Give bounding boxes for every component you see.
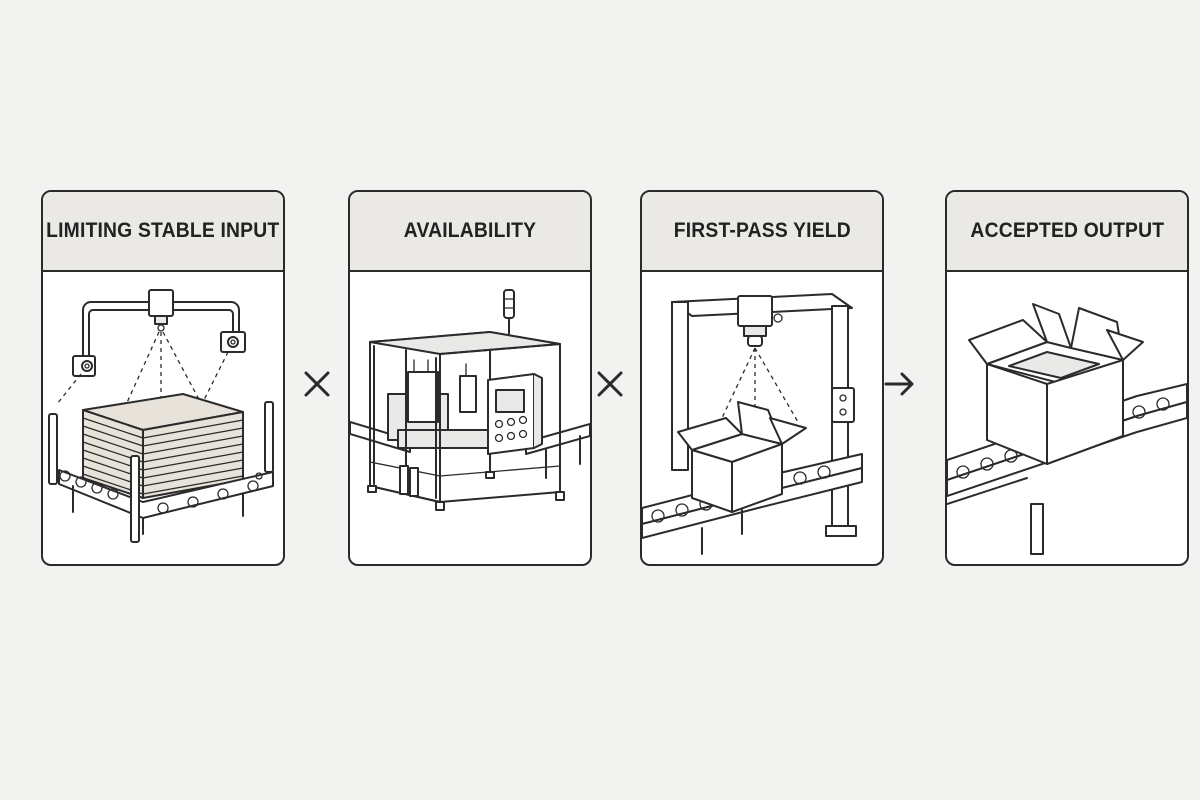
panel-accepted-output: ACCEPTED OUTPUT	[945, 190, 1189, 566]
panel-limiting-stable-input: LIMITING STABLE INPUT	[41, 190, 285, 566]
panel-title: ACCEPTED OUTPUT	[970, 219, 1164, 242]
panel-title: AVAILABILITY	[403, 219, 537, 242]
panel-first-pass-yield: FIRST-PASS YIELD	[640, 190, 884, 566]
arrow-right-icon	[884, 372, 914, 396]
multiply-icon	[597, 371, 623, 397]
panel-header: LIMITING STABLE INPUT	[43, 192, 283, 272]
packaging-machine-icon	[350, 289, 590, 511]
panel-header: AVAILABILITY	[350, 192, 590, 272]
panel-header: ACCEPTED OUTPUT	[947, 192, 1187, 272]
box-on-conveyor-icon	[947, 303, 1187, 555]
panel-title: LIMITING STABLE INPUT	[46, 219, 280, 242]
multiply-icon	[304, 371, 330, 397]
stacked-sheets-pallet-icon	[48, 289, 274, 543]
panel-header: FIRST-PASS YIELD	[642, 192, 882, 272]
camera-inspected-box-icon	[642, 293, 863, 555]
panel-availability: AVAILABILITY	[348, 190, 592, 566]
panel-title: FIRST-PASS YIELD	[673, 219, 851, 242]
